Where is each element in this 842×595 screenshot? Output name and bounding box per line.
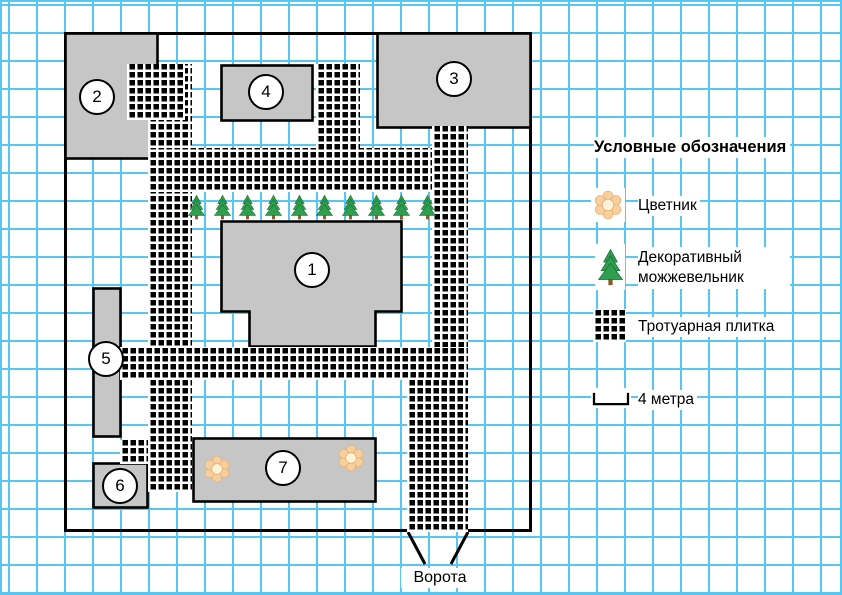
juniper-icon — [367, 194, 385, 220]
flower-icon — [594, 190, 622, 220]
juniper-icon — [597, 248, 623, 286]
building-label-5: 5 — [88, 341, 124, 377]
juniper-icon — [316, 194, 334, 220]
juniper-icon — [341, 194, 359, 220]
gate-label: Ворота — [401, 568, 479, 588]
legend-paving-icon — [593, 309, 626, 342]
paving-path-left-vertical — [148, 64, 192, 492]
legend-title: Условные обозначения — [594, 137, 791, 158]
juniper-icon — [188, 194, 205, 220]
building-label-2: 2 — [79, 79, 115, 115]
flower-icon — [338, 444, 364, 472]
paving-path-right-vertical — [432, 126, 468, 350]
juniper-icon — [418, 194, 436, 220]
gate-line-left — [406, 531, 427, 565]
legend-scale-icon — [591, 388, 631, 408]
legend-juniper-icon — [595, 244, 625, 290]
gate-line-right — [449, 531, 470, 565]
flowerbed-right — [337, 444, 365, 477]
paving-path-gate — [407, 378, 468, 532]
flower-icon — [204, 455, 230, 483]
scale-bracket-icon — [592, 392, 630, 405]
paving-path-building2-link — [127, 64, 185, 120]
juniper-icon — [393, 194, 411, 220]
legend-juniper-label: Декоративный можжевельник — [638, 247, 790, 289]
legend-scale-label: 4 метра — [638, 390, 698, 410]
plot-boundary — [64, 32, 532, 532]
building-label-3: 3 — [436, 61, 472, 97]
legend-flower-label: Цветник — [638, 196, 700, 216]
building-label-7: 7 — [265, 450, 301, 486]
building-label-4: 4 — [248, 74, 284, 110]
paving-path-building4-link — [316, 64, 360, 152]
flowerbed-left — [203, 455, 231, 488]
building-label-1: 1 — [294, 252, 330, 288]
juniper-row — [188, 192, 436, 220]
paving-path-top-band — [148, 148, 468, 192]
building-label-6: 6 — [102, 468, 138, 504]
legend-paving-label: Тротуарная плитка — [638, 317, 778, 337]
juniper-icon — [239, 194, 257, 220]
juniper-icon — [290, 194, 308, 220]
juniper-icon — [213, 194, 231, 220]
juniper-icon — [264, 194, 282, 220]
paving-path-middle-band — [120, 347, 468, 380]
paving-path-building6-link — [120, 440, 148, 464]
legend-flower-icon — [591, 188, 625, 222]
paving-swatch — [593, 309, 626, 342]
